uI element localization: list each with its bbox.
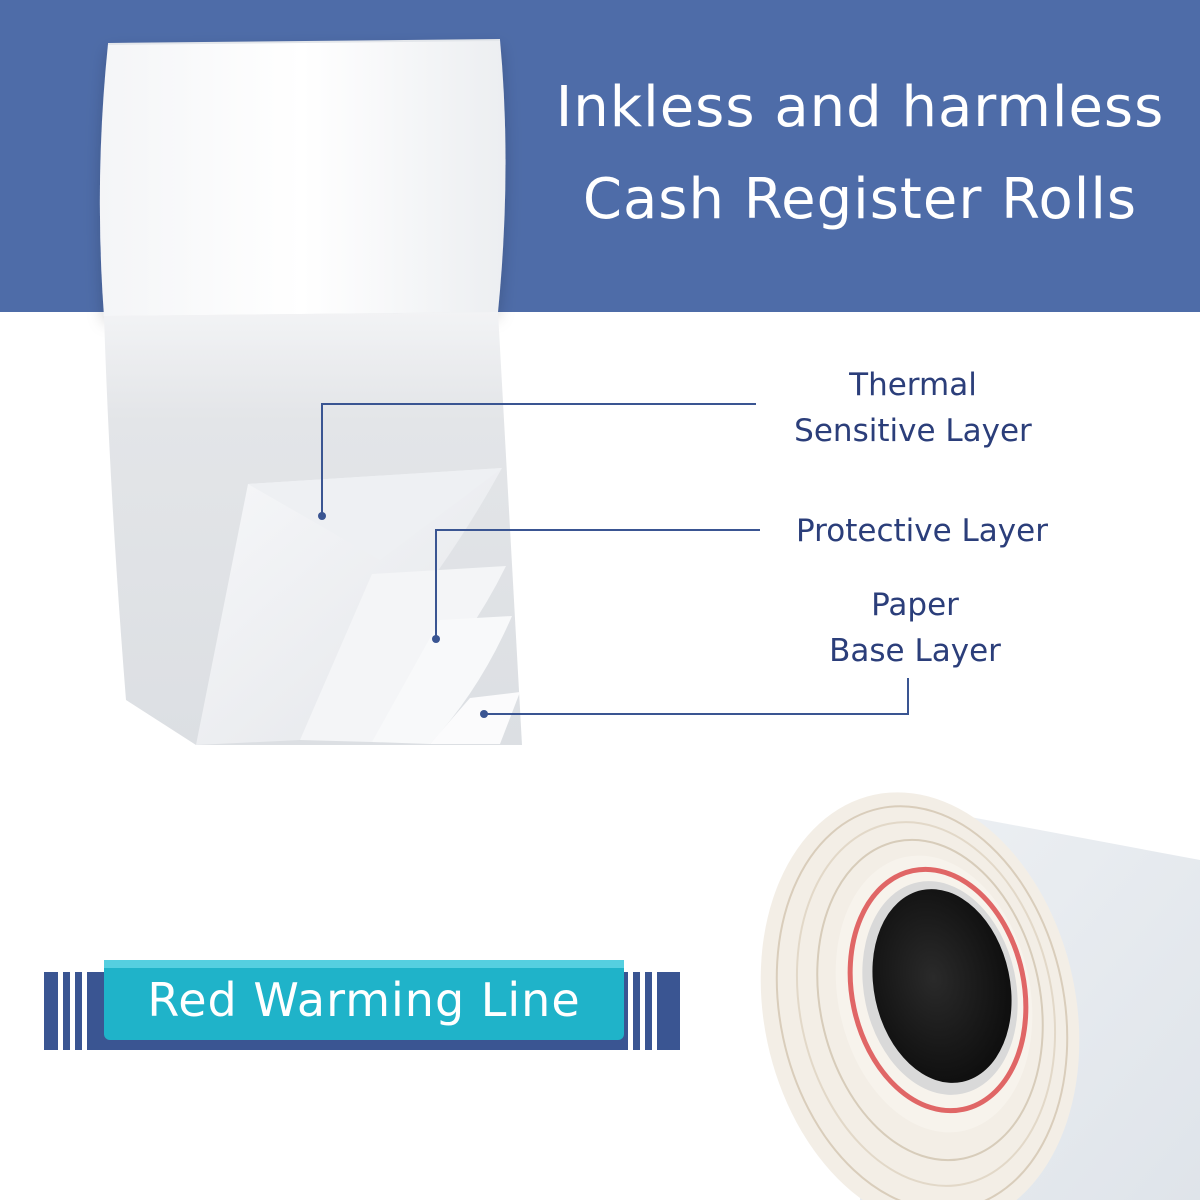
unrolled-sheet (104, 312, 522, 745)
label-paper-base-layer: Paper Base Layer (800, 582, 1030, 674)
top-paper-roll (99, 39, 506, 316)
label-thermal-sensitive-layer: Thermal Sensitive Layer (768, 362, 1058, 454)
headline: Inkless and harmless Cash Register Rolls (520, 62, 1200, 246)
label-paper-line-2: Base Layer (829, 633, 1001, 669)
callout-protective-dot (432, 635, 440, 643)
callout-paper-dot (480, 710, 488, 718)
headline-line-2: Cash Register Rolls (582, 167, 1138, 232)
headline-line-1: Inkless and harmless (555, 75, 1165, 140)
red-warming-line-badge: Red Warming Line (147, 973, 581, 1027)
callout-thermal (321, 403, 756, 515)
red-warming-line-badge-frame (44, 960, 680, 1050)
callout-thermal-dot (318, 512, 326, 520)
callout-paper (484, 678, 909, 715)
label-thermal-line-1: Thermal (849, 367, 977, 403)
callout-protective (435, 529, 760, 638)
label-thermal-line-2: Sensitive Layer (794, 413, 1032, 449)
label-paper-line-1: Paper (871, 587, 959, 623)
label-protective-layer: Protective Layer (796, 513, 1048, 549)
bottom-paper-roll (760, 792, 1200, 1200)
